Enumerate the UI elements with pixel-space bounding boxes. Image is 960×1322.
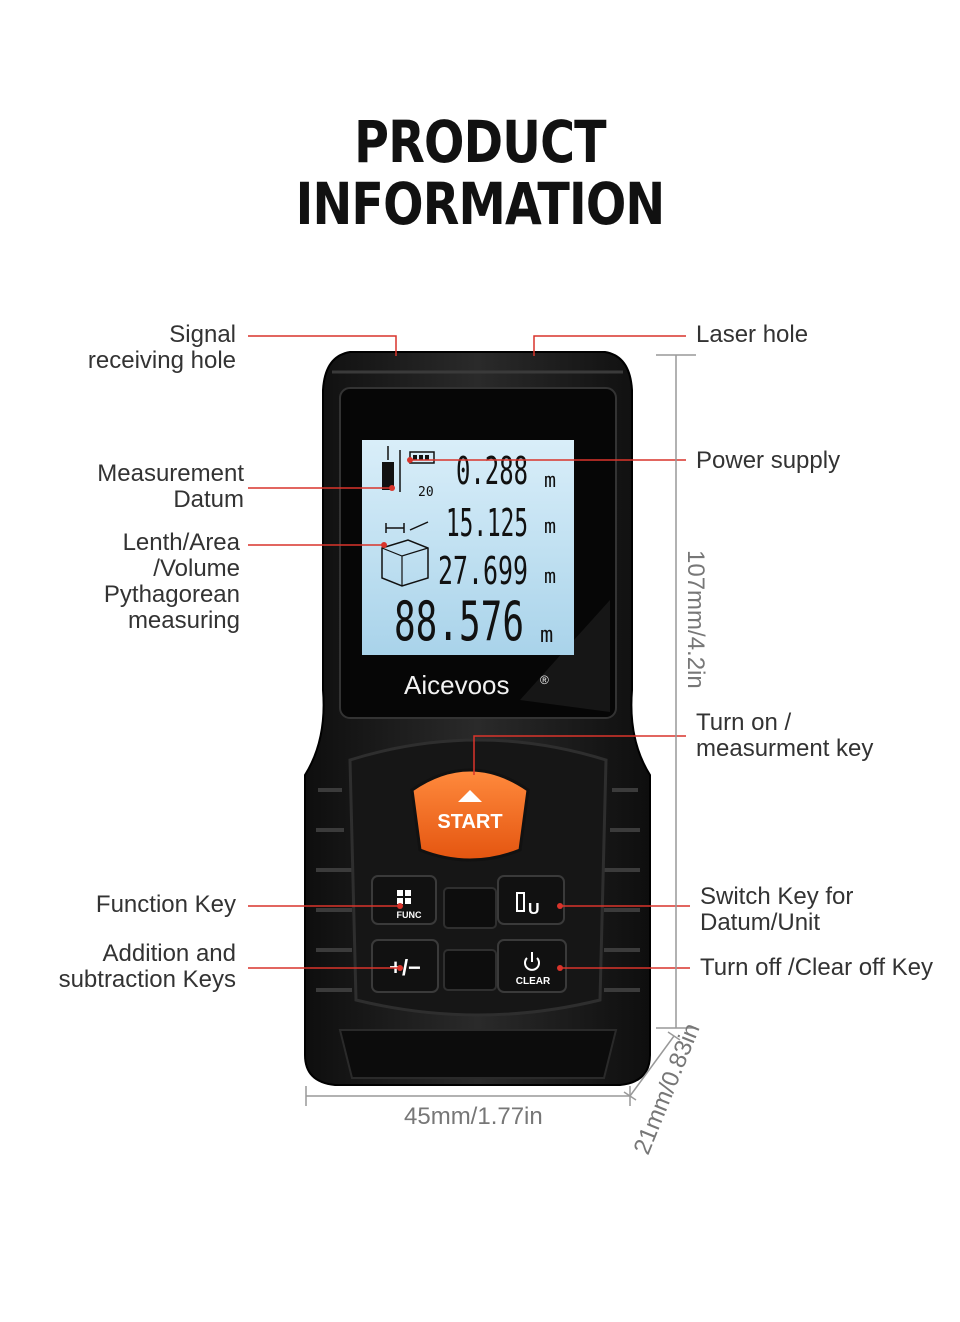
label-switch-line-2: Datum/Unit [700,909,821,936]
clear-label: CLEAR [516,976,551,987]
lcd-display [362,440,574,655]
label-signal-line-2: receiving hole [87,347,236,374]
unit-label: U [528,901,540,918]
clear-off-key[interactable]: CLEAR [497,939,567,993]
start-button[interactable]: START [410,768,530,862]
lcd-row-1: 0.288 [456,449,528,493]
callout-lines [248,335,690,969]
lcd-row-4: 88.576 [394,590,524,653]
label-modes-line-2: /Volume [153,555,240,582]
label-datum-line-2: Datum [173,486,244,513]
label-addsub-line-2: subtraction Keys [58,966,236,993]
dimension-lines [305,354,696,1106]
label-modes: Lenth/Area /Volume Pythagorean measuring [104,530,240,634]
label-turn-on-line-1: Turn on / [696,709,792,736]
label-addsub-line-1: Addition and [102,940,236,967]
label-add-subtract: Addition and subtraction Keys [59,941,236,993]
lcd-unit-2: m [544,514,556,538]
label-turn-on: Turn on / measurment key [696,710,873,762]
label-modes-line-3: Pythagorean [103,581,240,608]
start-button-label: START [437,811,502,833]
add-subtract-key[interactable]: +/− [371,939,439,993]
func-label: FUNC [397,910,422,920]
laser-datum-icon [382,446,401,492]
label-signal-line-1: Signal [169,321,236,348]
box-volume-icon [381,539,429,587]
label-laser-hole: Laser hole [696,321,809,348]
label-modes-line-1: Lenth/Area [122,529,240,556]
width-dimension: 45mm/1.77in [404,1103,543,1130]
lcd-row-3: 27.699 [438,549,528,593]
ruler-icon [385,521,429,533]
lcd-small-indicator: 20 [418,485,434,500]
right-grip [604,788,640,992]
label-switch-key: Switch Key for Datum/Unit [700,884,853,936]
height-dimension: 107mm/4.2in [682,550,709,689]
label-datum-line-1: Measurement [97,460,244,487]
left-grip [316,788,352,992]
datum-unit-key[interactable]: U [497,875,565,925]
label-modes-line-4: measuring [127,607,240,634]
title-line-1: PRODUCT [354,108,606,176]
triangle-up-icon [458,790,482,802]
label-turn-on-line-2: measurment key [696,735,874,762]
brand-logo: Aicevoos [404,670,510,700]
power-icon [524,952,540,971]
title-line-2: INFORMATION [295,170,666,238]
function-key[interactable]: FUNC [371,875,437,925]
brand-registered-mark: ® [540,673,549,687]
label-turn-off: Turn off /Clear off Key [700,954,934,981]
label-measurement-datum: Measurement Datum [97,461,244,513]
grid-icon [397,890,411,904]
lcd-unit-1: m [544,468,556,492]
label-power-supply: Power supply [696,447,841,474]
label-function-key: Function Key [95,891,236,918]
datum-icon [516,892,525,912]
label-switch-line-1: Switch Key for [700,883,854,910]
label-signal-hole: Signal receiving hole [88,322,236,374]
lcd-unit-4: m [540,623,553,648]
lcd-unit-3: m [544,564,556,588]
lcd-row-2: 15.125 [446,501,528,545]
